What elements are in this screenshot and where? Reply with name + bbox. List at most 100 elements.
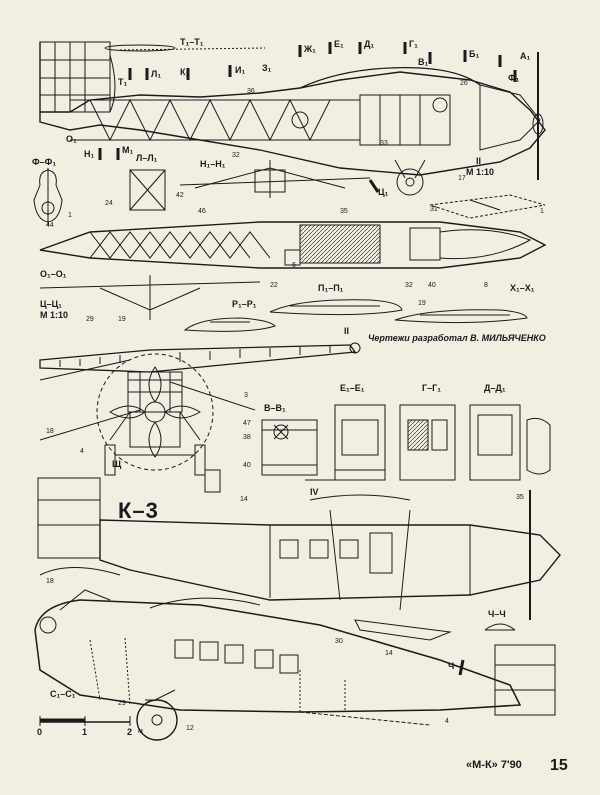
- side-view-fuselage: [39, 41, 546, 196]
- label-d1: Д₁: [364, 39, 375, 49]
- label-ii-top: II: [476, 156, 482, 166]
- part-36: 36: [247, 88, 255, 95]
- label-sc: С₁–С₁: [50, 689, 76, 699]
- section-markers: [98, 42, 517, 193]
- part-24: 24: [105, 200, 113, 207]
- label-t1: Т₁: [118, 77, 128, 87]
- part-38: 38: [243, 434, 251, 441]
- label-cc: Ц–Ц₁: [40, 299, 62, 309]
- airfoil-sections: [183, 299, 528, 332]
- scale-0: 0: [37, 727, 43, 737]
- part-32: 32: [232, 152, 240, 159]
- label-scale-main: М 1:10: [466, 167, 495, 177]
- scale-2: 2: [127, 727, 133, 737]
- label-f1: Ф₁: [508, 73, 520, 83]
- part-35: 35: [340, 208, 348, 215]
- label-b1: Б₁: [469, 49, 480, 59]
- label-xx: Х₁–Х₁: [510, 283, 535, 293]
- part-1-ff: 1: [68, 212, 72, 219]
- seaplane-side-view: [37, 477, 561, 641]
- part-29b: 29: [118, 700, 126, 707]
- label-m1: М₁: [122, 145, 134, 155]
- label-o1: О₁: [66, 134, 77, 144]
- part-33: 33: [380, 140, 388, 147]
- part-47: 47: [243, 420, 251, 427]
- label-ts1: Ц₁: [378, 187, 389, 197]
- label-dd: Д–Д₁: [484, 383, 506, 393]
- label-pp: П₁–П₁: [318, 283, 344, 293]
- label-chch: Ч–Ч: [488, 609, 506, 619]
- part-13: 1: [98, 148, 102, 155]
- label-ii-mid: II: [344, 326, 350, 336]
- section-nn-drawing: [179, 160, 371, 198]
- part-31: 31: [430, 206, 438, 213]
- part-18: 18: [46, 428, 54, 435]
- part-1-top: 1: [540, 208, 544, 215]
- page-number: 15: [550, 757, 568, 774]
- part-27: 17: [458, 175, 466, 182]
- label-vb: В–В₁: [264, 403, 286, 413]
- part-35b: 35: [516, 494, 524, 501]
- label-ff: Ф–Ф₁: [32, 157, 57, 167]
- scale-unit: м: [138, 728, 143, 735]
- section-oo-drawing: [39, 275, 261, 320]
- part-14: 14: [240, 496, 248, 503]
- label-scale-cc: М 1:10: [40, 310, 69, 320]
- part-46: 46: [198, 208, 206, 215]
- section-ll-drawing: [129, 169, 166, 211]
- part-12: 12: [186, 725, 194, 732]
- label-shch: Щ: [112, 459, 122, 469]
- part-42: 42: [176, 192, 184, 199]
- label-k1: К₁: [180, 67, 190, 77]
- section-chch-drawing: [458, 623, 516, 676]
- drawing-credit: Чертежи разработал В. МИЛЬЯЧЕНКО: [368, 333, 546, 343]
- label-a1: А₁: [520, 51, 531, 61]
- label-e1: Е₁: [334, 39, 344, 49]
- part-22: 22: [270, 282, 278, 289]
- label-ll: Л–Л₁: [136, 153, 158, 163]
- top-view-fuselage: [39, 221, 547, 269]
- scale-bar: [39, 716, 131, 726]
- label-rr: Р₁–Р₁: [232, 299, 257, 309]
- label-i1: И₁: [235, 65, 246, 75]
- model-title: К–3: [118, 498, 159, 523]
- part-44: 44: [46, 222, 54, 229]
- label-z1: З₁: [262, 63, 272, 73]
- label-n1: Н₁: [84, 149, 95, 159]
- small-sections: [261, 404, 551, 481]
- section-xx-drawing: [429, 194, 546, 219]
- label-gg: Г–Г₁: [422, 383, 441, 393]
- bottom-side-view: [34, 589, 556, 741]
- part-34: 6: [292, 262, 296, 269]
- label-nn: Н₁–Н₁: [200, 159, 226, 169]
- part-19: 19: [118, 316, 126, 323]
- part-26: 26: [460, 80, 468, 87]
- part-40b: 40: [243, 462, 251, 469]
- magazine-issue: «М-К» 7'90: [466, 759, 522, 771]
- part-3: 3: [244, 392, 248, 399]
- part-29: 29: [86, 316, 94, 323]
- label-l1: Л₁: [151, 69, 162, 79]
- label-iv: IV: [310, 487, 319, 497]
- front-view: [39, 342, 361, 493]
- part-32b: 32: [405, 282, 413, 289]
- scale-1: 1: [82, 727, 88, 737]
- label-v1: В₁: [418, 57, 429, 67]
- part-18b: 18: [46, 578, 54, 585]
- label-ch: Ч: [448, 661, 455, 671]
- label-g1: Г₁: [409, 39, 418, 49]
- label-ee: Е₁–Е₁: [340, 383, 365, 393]
- part-30: 30: [335, 638, 343, 645]
- part-14b: 14: [385, 650, 393, 657]
- label-zh1: Ж₁: [304, 44, 316, 54]
- part-4: 4: [80, 448, 84, 455]
- label-t1-t1: Т₁–Т₁: [180, 37, 204, 47]
- part-40: 40: [428, 282, 436, 289]
- part-19b: 19: [418, 300, 426, 307]
- label-oo: О₁–О₁: [40, 269, 67, 279]
- section-ff-drawing: [33, 168, 63, 225]
- part-8: 8: [484, 282, 488, 289]
- part-4b: 4: [445, 718, 449, 725]
